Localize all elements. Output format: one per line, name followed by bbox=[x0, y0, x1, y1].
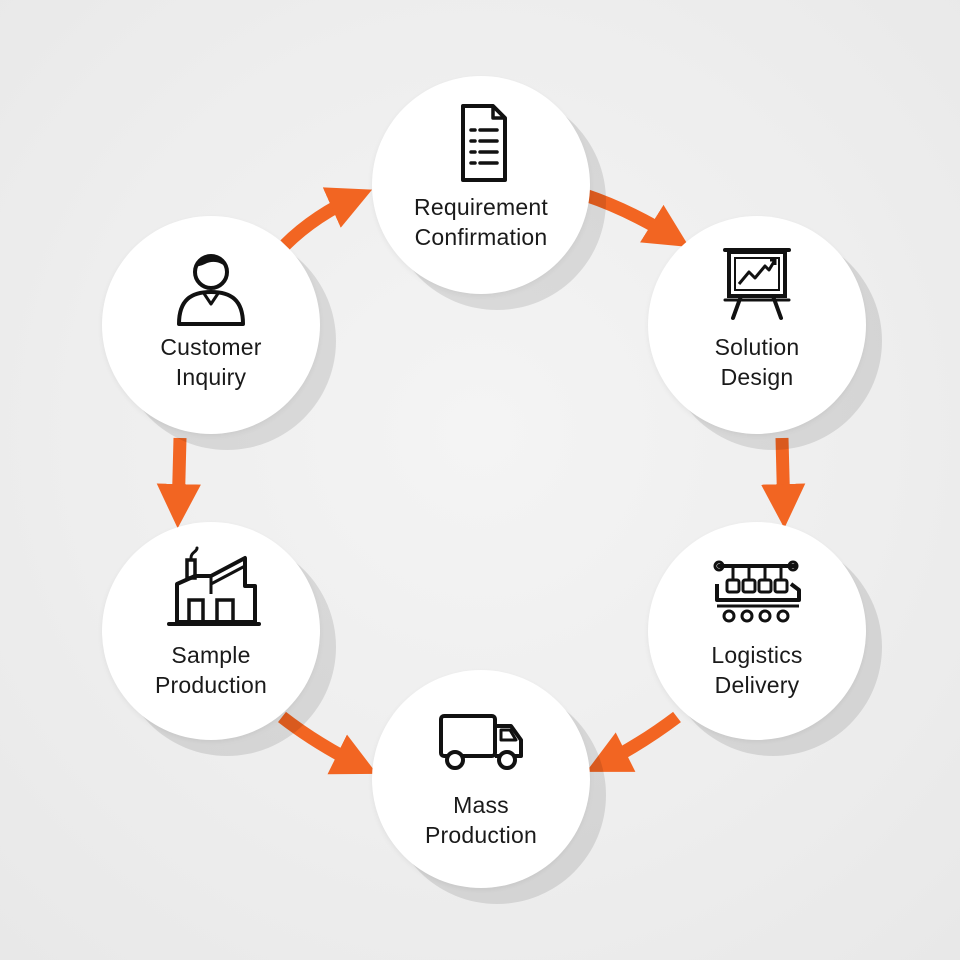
step-logistics-delivery: Logistics Delivery bbox=[648, 522, 866, 740]
step-customer-inquiry: Customer Inquiry bbox=[102, 216, 320, 434]
arrow-customer-to-requirement bbox=[280, 187, 373, 250]
step-label-line: Inquiry bbox=[175, 364, 247, 390]
arrow-logistics-to-mass bbox=[586, 711, 681, 772]
step-label-line: Production bbox=[425, 822, 537, 848]
step-label-line: Logistics bbox=[711, 642, 803, 668]
step-label: Solution Design bbox=[658, 332, 856, 392]
step-label: Sample Production bbox=[112, 640, 310, 700]
step-label-line: Solution bbox=[714, 334, 800, 360]
step-label: Mass Production bbox=[382, 790, 580, 850]
step-label: Requirement Confirmation bbox=[382, 192, 580, 252]
step-label-line: Design bbox=[720, 364, 794, 390]
step-label-line: Requirement bbox=[414, 194, 548, 220]
step-sample-production: Sample Production bbox=[102, 522, 320, 740]
step-label-line: Production bbox=[155, 672, 267, 698]
truck-icon bbox=[431, 692, 531, 782]
factory-icon bbox=[161, 544, 261, 634]
step-label-line: Mass bbox=[453, 792, 509, 818]
step-label: Customer Inquiry bbox=[112, 332, 310, 392]
arrow-customer-to-sample bbox=[156, 437, 201, 529]
arrow-sample-to-mass bbox=[278, 711, 377, 775]
step-label-line: Confirmation bbox=[414, 224, 548, 250]
step-label-line: Delivery bbox=[714, 672, 800, 698]
step-label: Logistics Delivery bbox=[658, 640, 856, 700]
arrow-requirement-to-solution bbox=[582, 188, 690, 248]
step-solution-design: Solution Design bbox=[648, 216, 866, 434]
step-label-line: Sample bbox=[171, 642, 251, 668]
person-icon bbox=[161, 238, 261, 328]
presentation-chart-icon bbox=[707, 238, 807, 328]
step-mass-production: Mass Production bbox=[372, 670, 590, 888]
arrow-solution-to-logistics bbox=[761, 437, 806, 529]
step-label-line: Customer bbox=[160, 334, 262, 360]
conveyor-icon bbox=[707, 544, 807, 634]
step-requirement-confirmation: Requirement Confirmation bbox=[372, 76, 590, 294]
document-icon bbox=[431, 98, 531, 188]
